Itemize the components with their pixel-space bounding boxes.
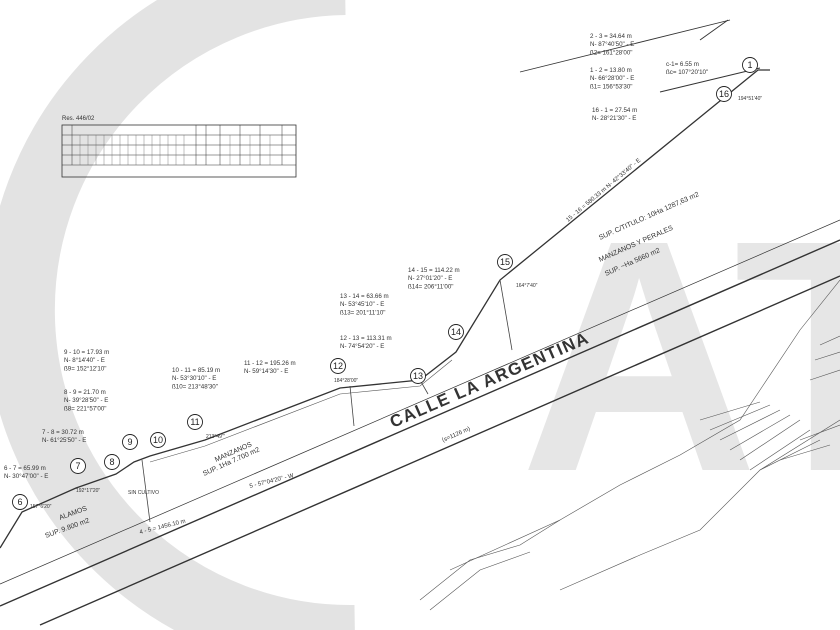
vertex-6: 6 (12, 494, 28, 510)
vertex-7: 7 (70, 458, 86, 474)
vertex-9: 9 (122, 434, 138, 450)
vertex-label: 6 (17, 497, 22, 507)
vertex-label: 14 (451, 327, 461, 337)
vertex-15: 15 (497, 254, 513, 270)
vertex-label: 7 (75, 461, 80, 471)
survey-table-title: Res. 446/02 (62, 116, 95, 122)
vertex-14: 14 (448, 324, 464, 340)
north-line (519, 19, 731, 73)
vertex-label: 11 (190, 417, 199, 427)
street (0, 219, 840, 626)
vertex-8: 8 (104, 454, 120, 470)
angle-12: 184°28'00" (334, 378, 358, 384)
vertex-label: 8 (109, 457, 114, 467)
survey-table: Res. 446/02 (61, 116, 297, 178)
vertex-label: 15 (500, 257, 510, 267)
vertex-label: 12 (333, 361, 343, 371)
vertex-10: 10 (150, 432, 166, 448)
parcel-sin-cultivo: SIN CULTIVO (128, 490, 159, 496)
vertex-label: 10 (153, 435, 163, 445)
parcel-divisions (141, 279, 513, 523)
vertex-11: 11 (187, 414, 203, 430)
vertex-12: 12 (330, 358, 346, 374)
hatched-region (419, 279, 840, 611)
vertex-label: 13 (413, 371, 423, 381)
north-line-2 (659, 67, 761, 93)
angle-8: 192°17'20" (76, 488, 100, 494)
property-boundary-inner (149, 359, 453, 463)
vertex-label: 1 (747, 60, 752, 70)
vertex-13: 13 (410, 368, 426, 384)
angle-15: 164°7'40" (516, 283, 538, 289)
vertex-1: 1 (742, 57, 758, 73)
angle-16: 194°51'40" (738, 96, 762, 102)
vertex-label: 16 (719, 89, 729, 99)
angle-6: 157°6'20" (30, 504, 52, 510)
street-width-note: (s=1126 m) (441, 426, 471, 443)
angle-10: 213°49'" (206, 434, 225, 440)
vertex-label: 9 (127, 437, 132, 447)
vertex-16: 16 (716, 86, 732, 102)
